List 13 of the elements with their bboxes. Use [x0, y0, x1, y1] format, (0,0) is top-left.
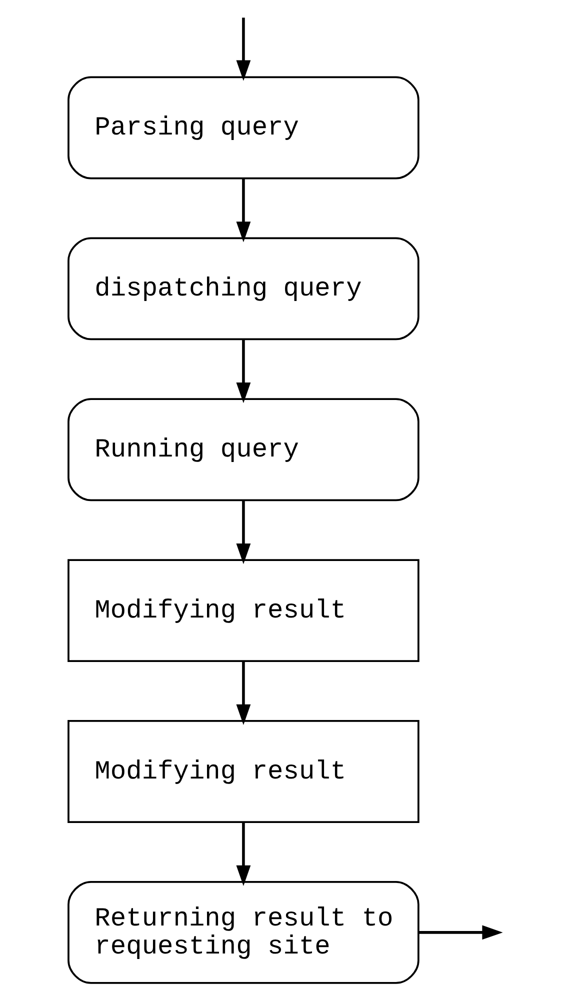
arrow — [236, 18, 251, 81]
arrow — [418, 925, 503, 940]
node-box: Modifying result — [68, 720, 420, 823]
arrow — [236, 339, 251, 404]
arrow — [236, 500, 251, 564]
arrow — [236, 178, 251, 242]
node-box: Returning result to requesting site — [68, 881, 420, 984]
node-box: Running query — [68, 398, 420, 502]
arrow — [236, 822, 251, 886]
node-box: dispatching query — [68, 237, 420, 340]
node-box: Modifying result — [68, 559, 420, 662]
node-box: Parsing query — [68, 76, 420, 180]
arrow — [236, 661, 251, 726]
